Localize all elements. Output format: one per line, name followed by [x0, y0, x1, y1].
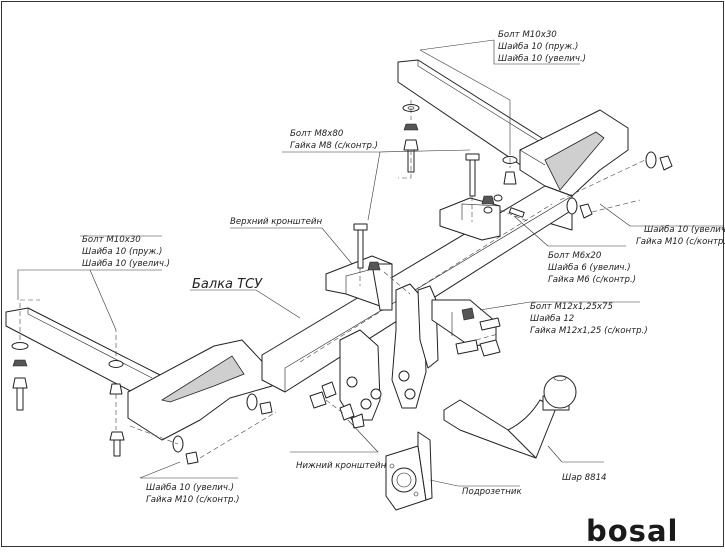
label-nut-m8: Гайка М8 (с/контр.)	[290, 141, 378, 151]
labels-m8: Болт М8х80 Гайка М8 (с/контр.)	[290, 129, 378, 151]
bosal-logo: bosal	[586, 514, 678, 548]
logo-text: bosal	[586, 514, 678, 548]
fasteners-m6	[483, 194, 525, 218]
right-side-bracket	[397, 59, 629, 231]
label-washer-10-spring-right: Шайба 10 (пруж.)	[498, 42, 578, 52]
labels-left-top: Болт М10х30 Шайба 10 (пруж.) Шайба 10 (у…	[82, 235, 170, 269]
label-socket-holder: Подрозетник	[462, 487, 522, 497]
label-bolt-m10-left: Болт М10х30	[82, 235, 141, 245]
leader-lines	[17, 39, 724, 487]
labels-m6: Болт М6х20 Шайба 6 (увелич.) Гайка М6 (с…	[548, 251, 636, 285]
label-beam: Балка ТСУ	[192, 277, 263, 292]
label-washer-6: Шайба 6 (увелич.)	[548, 263, 631, 273]
label-lower-bracket: Нижний кронштейн	[296, 461, 387, 471]
fasteners-lower-bracket	[309, 381, 365, 429]
label-washer-10-enlarged-bl: Шайба 10 (увелич.)	[146, 483, 234, 493]
label-nut-m6: Гайка М6 (с/контр.)	[548, 275, 636, 285]
label-ball: Шар 8814	[562, 473, 607, 483]
label-upper-bracket: Верхний кронштейн	[230, 217, 323, 227]
label-bolt-m6: Болт М6х20	[548, 251, 602, 261]
label-washer-12: Шайба 12	[530, 314, 574, 324]
label-washer-10-enlarged-left: Шайба 10 (увелич.)	[82, 259, 170, 269]
fasteners-bolt-m8	[353, 153, 495, 271]
label-washer-10-enlarged-right: Шайба 10 (увелич.)	[498, 54, 586, 64]
assembly-lines	[19, 100, 646, 459]
labels-right-rear: Шайба 10 (увелич.) Гайка М10 (с/контр.)	[636, 225, 725, 247]
label-washer-10-enlarged-rr: Шайба 10 (увелич.)	[644, 225, 725, 235]
label-bolt-m12: Болт М12х1,25х75	[530, 302, 613, 312]
socket-holder	[385, 431, 433, 511]
left-side-bracket	[5, 307, 273, 441]
labels-left-bottom: Шайба 10 (увелич.) Гайка М10 (с/контр.)	[146, 483, 240, 505]
fasteners-left-top	[11, 342, 125, 457]
labels-m12: Болт М12х1,25х75 Шайба 12 Гайка М12х1,25…	[530, 302, 648, 336]
label-washer-10-spring-left: Шайба 10 (пруж.)	[82, 247, 162, 257]
label-bolt-m10-right: Болт М10х30	[498, 30, 557, 40]
label-nut-m10-rr: Гайка М10 (с/контр.)	[636, 237, 725, 247]
lower-bracket-left	[339, 329, 382, 421]
labels-right-top: Болт М10х30 Шайба 10 (пруж.) Шайба 10 (у…	[498, 30, 586, 64]
tow-ball	[443, 375, 577, 459]
label-nut-m12: Гайка М12х1,25 (с/контр.)	[530, 326, 648, 336]
fasteners-right-side	[566, 151, 673, 219]
label-bolt-m8: Болт М8х80	[290, 129, 344, 139]
lower-bracket-right	[391, 283, 439, 409]
fasteners-m12	[455, 307, 501, 357]
label-nut-m10-bl: Гайка М10 (с/контр.)	[146, 495, 240, 505]
